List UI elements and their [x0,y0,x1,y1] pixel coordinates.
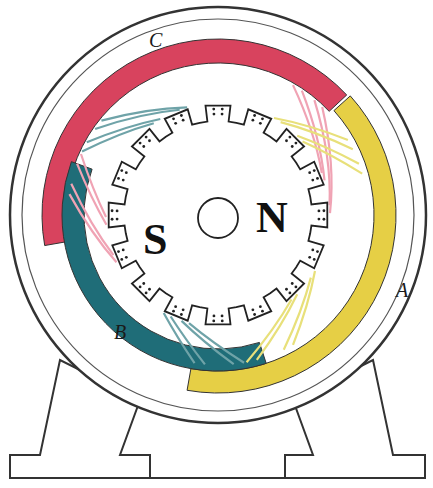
slot-conductor [285,288,288,291]
slot-conductor [316,177,319,180]
slot-conductor [221,320,224,323]
slot-conductor [122,179,125,182]
slot-conductor [139,285,142,288]
slot-conductor [142,145,145,148]
slot-conductor [261,310,264,313]
slot-conductor [213,315,216,318]
slot-conductor [116,210,119,213]
slot-conductor [311,248,314,251]
slot-conductor [117,250,120,253]
coil-label: B [114,322,126,342]
wires [69,85,362,364]
slot-conductor [295,142,298,145]
slot-conductor [221,108,224,111]
slot-conductor [253,313,256,316]
slot-conductor [145,136,148,139]
slot-conductor [318,218,321,221]
slot-conductor [111,218,114,221]
slot-conductor [261,117,264,120]
slot-conductor [139,142,142,145]
slot-conductor [125,171,128,174]
base-line [10,477,425,479]
slot-conductor [316,250,319,253]
slot-conductor [295,285,298,288]
slot-conductor [120,258,123,261]
slot-conductor [308,171,311,174]
coil-wire [171,317,205,365]
slot-conductor [288,136,291,139]
slot-conductor [125,256,128,259]
slot-conductor [182,119,185,122]
slot-conductor [291,282,294,285]
coil-wire [77,164,106,225]
coil-wire [81,154,106,217]
slot-conductor [285,139,288,142]
slot-conductor [318,210,321,213]
slot-conductor [174,305,177,308]
slot-conductor [111,209,114,212]
slot-conductor [116,218,119,221]
pole-label: S [143,218,167,262]
slot-conductor [180,313,183,316]
slot-conductor [221,113,224,116]
slot-conductor [323,218,326,221]
slot-conductor [259,122,262,125]
slot-conductor [323,209,326,212]
slot-conductor [172,117,175,120]
slot-conductor [142,282,145,285]
coil-label: A [396,280,408,300]
slot-conductor [221,315,224,318]
coils [42,39,396,393]
coil-label: C [149,30,162,50]
slot-conductor [148,139,151,142]
housing [10,7,426,423]
slot-conductor [174,122,177,125]
slot-conductor [311,179,314,182]
rotor-body [109,106,328,325]
slot-conductor [251,119,254,122]
slot-conductor [122,248,125,251]
slot-conductor [212,108,215,111]
coil-wire [164,313,195,363]
slot-conductor [259,305,262,308]
slot-conductor [313,258,316,261]
coil-wire [189,323,244,363]
slot-conductor [213,113,216,116]
coil-wire [71,184,113,255]
slot-conductor [148,288,151,291]
slot-conductor [212,320,215,323]
coil-wire [297,136,359,164]
slot-conductor [253,114,256,117]
slot-conductor [180,114,183,117]
slot-conductor [308,256,311,259]
slot-conductor [117,177,120,180]
slot-conductor [291,145,294,148]
slot-conductor [251,308,254,311]
slot-conductor [120,169,123,172]
coil-wire [322,107,331,213]
slot-conductor [182,308,185,311]
pole-label: N [256,196,288,240]
slot-conductor [145,292,148,295]
slot-conductor [313,169,316,172]
slot-conductor [288,292,291,295]
housing-inner [22,19,414,411]
shaft [198,198,238,238]
rotor [109,106,328,325]
slot-conductor [172,310,175,313]
